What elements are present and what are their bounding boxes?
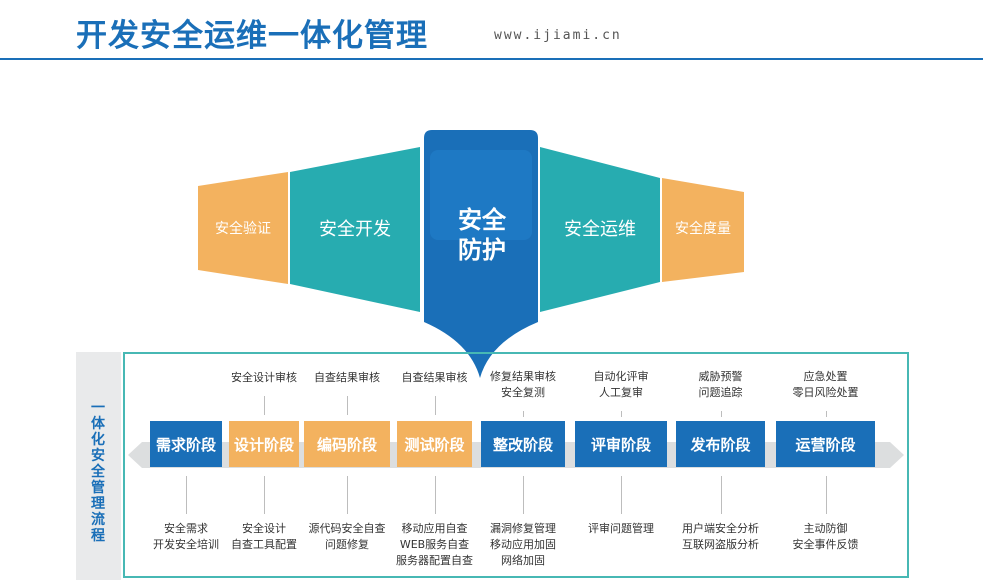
stage-bottom-note-line: 源代码安全自查 bbox=[308, 522, 386, 535]
label-security-ops: 安全运维 bbox=[564, 219, 636, 240]
stage-top-connector bbox=[825, 411, 827, 417]
stage-box-2: 设计阶段 bbox=[229, 421, 299, 467]
stage-bottom-connector bbox=[720, 476, 722, 514]
stage-top-note-line: 自查结果审核 bbox=[401, 371, 468, 384]
stage-bottom-note-8: 主动防御安全事件反馈 bbox=[793, 521, 859, 553]
stage-bottom-connector bbox=[621, 476, 622, 514]
stage-bottom-note-line: 移动应用自查 bbox=[401, 522, 468, 535]
header-divider bbox=[0, 58, 983, 60]
wing-right-outer bbox=[662, 178, 744, 282]
stage-bottom-note-line: WEB服务自查 bbox=[399, 538, 470, 551]
stage-bottom-note-line: 互联网盗版分析 bbox=[682, 538, 759, 551]
stage-bottom-note-5: 漏洞修复管理移动应用加固网络加固 bbox=[490, 521, 556, 569]
stage-bottom-note-line: 网络加固 bbox=[501, 554, 545, 567]
stage-top-note-5: 修复结果审核安全复测 bbox=[490, 369, 556, 401]
process-sidebar bbox=[76, 352, 121, 580]
process-frame bbox=[123, 352, 909, 578]
stage-bottom-connector bbox=[523, 476, 524, 514]
stage-top-connector bbox=[621, 411, 622, 417]
stage-top-connector bbox=[264, 396, 265, 415]
stage-bottom-note-line: 漏洞修复管理 bbox=[490, 522, 556, 535]
stage-bottom-note-line: 问题修复 bbox=[325, 538, 369, 551]
stage-top-note-line: 人工复审 bbox=[599, 386, 643, 399]
stage-bottom-note-line: 服务器配置自查 bbox=[396, 554, 473, 567]
stage-top-note-6: 自动化评审人工复审 bbox=[594, 369, 649, 401]
wing-left-outer bbox=[198, 172, 288, 284]
stage-bottom-note-4: 移动应用自查 WEB服务自查服务器配置自查 bbox=[396, 521, 473, 569]
stage-top-note-3: 自查结果审核 bbox=[314, 370, 380, 386]
stage-bottom-note-line: 用户端安全分析 bbox=[682, 522, 759, 535]
stage-bottom-note-7: 用户端安全分析互联网盗版分析 bbox=[682, 521, 759, 553]
stage-top-connector bbox=[434, 396, 436, 415]
label-security-metric: 安全度量 bbox=[675, 221, 731, 237]
stage-bottom-connector bbox=[347, 476, 348, 514]
center-highlight bbox=[430, 150, 532, 240]
stage-box-5: 整改阶段 bbox=[481, 421, 565, 467]
stage-top-note-2: 安全设计审核 bbox=[231, 370, 297, 386]
stage-top-note-line: 应急处置 bbox=[803, 370, 848, 383]
stage-bottom-note-3: 源代码安全自查问题修复 bbox=[309, 521, 386, 553]
stage-bottom-note-line: 评审问题管理 bbox=[588, 522, 654, 535]
stage-bottom-note-line: 主动防御 bbox=[803, 522, 848, 535]
label-security-verify: 安全验证 bbox=[215, 221, 271, 237]
stage-bottom-note-line: 自查工具配置 bbox=[231, 538, 297, 551]
stage-top-note-line: 问题追踪 bbox=[698, 386, 743, 399]
wing-right-inner bbox=[540, 147, 660, 312]
stage-top-note-7: 威胁预警问题追踪 bbox=[699, 369, 743, 401]
stage-top-note-line: 修复结果审核 bbox=[490, 370, 556, 383]
stage-bottom-note-6: 评审问题管理 bbox=[588, 521, 654, 537]
stage-bottom-connector bbox=[434, 476, 436, 514]
stage-bottom-connector bbox=[264, 476, 265, 514]
stage-top-note-line: 安全复测 bbox=[501, 386, 545, 399]
stage-bottom-note-line: 移动应用加固 bbox=[490, 538, 556, 551]
label-security-dev: 安全开发 bbox=[319, 219, 391, 240]
stage-bottom-note-line: 开发安全培训 bbox=[153, 538, 219, 551]
stage-bottom-note-line: 安全事件反馈 bbox=[792, 538, 859, 551]
site-url: www.ijiami.cn bbox=[494, 28, 622, 43]
stage-bottom-connector bbox=[825, 476, 827, 514]
label-security-protect: 安全 防护 bbox=[458, 205, 506, 265]
label-security-protect-line2: 防护 bbox=[458, 236, 506, 264]
stage-top-connector bbox=[720, 411, 722, 417]
stage-top-note-line: 零日风险处置 bbox=[792, 386, 859, 399]
stage-top-connector bbox=[347, 396, 348, 415]
stage-bottom-connector bbox=[186, 476, 187, 514]
stage-box-8: 运营阶段 bbox=[776, 421, 875, 467]
stage-top-note-line: 自查结果审核 bbox=[314, 371, 380, 384]
stage-bottom-note-2: 安全设计自查工具配置 bbox=[231, 521, 297, 553]
label-security-protect-line1: 安全 bbox=[458, 206, 506, 234]
stage-box-7: 发布阶段 bbox=[676, 421, 765, 467]
stage-box-4: 测试阶段 bbox=[397, 421, 472, 467]
stage-top-connector bbox=[523, 411, 524, 417]
stage-box-1: 需求阶段 bbox=[150, 421, 222, 467]
stage-top-note-8: 应急处置零日风险处置 bbox=[793, 369, 859, 401]
page-title: 开发安全运维一体化管理 bbox=[76, 18, 428, 54]
stage-box-3: 编码阶段 bbox=[304, 421, 390, 467]
process-side-label: 一体化安全管理流程 bbox=[91, 400, 105, 544]
stage-top-note-line: 安全设计审核 bbox=[231, 371, 297, 384]
stage-top-note-line: 威胁预警 bbox=[698, 370, 743, 383]
wing-left-inner bbox=[290, 147, 420, 312]
stage-top-note-4: 自查结果审核 bbox=[402, 370, 468, 386]
stage-bottom-note-line: 安全设计 bbox=[242, 522, 286, 535]
stage-bottom-note-line: 安全需求 bbox=[164, 522, 208, 535]
stage-box-6: 评审阶段 bbox=[575, 421, 667, 467]
stage-bottom-note-1: 安全需求开发安全培训 bbox=[153, 521, 219, 553]
stage-top-note-line: 自动化评审 bbox=[593, 370, 649, 383]
